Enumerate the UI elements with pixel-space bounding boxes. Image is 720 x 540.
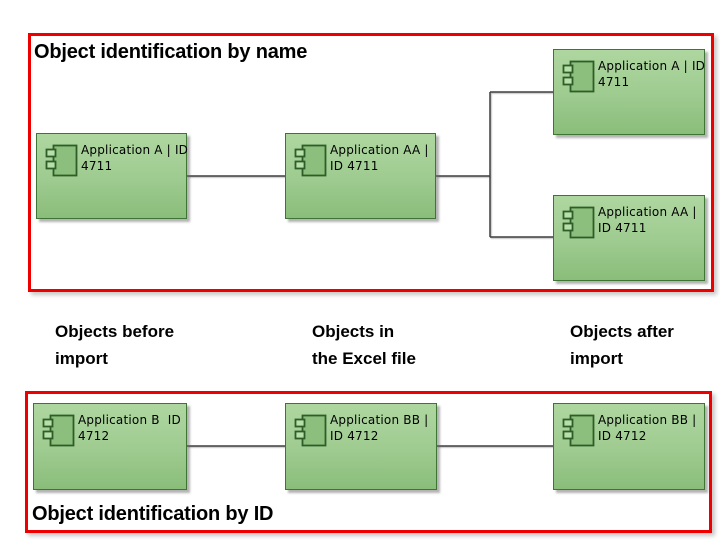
- column-label-line1: Objects in: [312, 322, 395, 341]
- component-label-line2: ID 4711: [598, 221, 647, 235]
- component-label-line1: Application B ID: [78, 413, 181, 427]
- section-title-by-name: Object identification by name: [34, 41, 308, 63]
- uml-component-icon: [559, 54, 599, 99]
- component-label-line2: ID 4712: [598, 429, 647, 443]
- component-label: Application A | ID 4711: [598, 58, 706, 90]
- uml-component-icon: [291, 138, 331, 183]
- column-label-line2: import: [55, 349, 108, 368]
- component-label-line2: 4712: [78, 429, 110, 443]
- component-node-app-bb-excel: Application BB | ID 4712: [285, 403, 437, 490]
- component-label-line1: Application AA |: [330, 143, 429, 157]
- component-label-line2: 4711: [81, 159, 113, 173]
- component-label-line1: Application AA |: [598, 205, 697, 219]
- component-node-app-a-after: Application A | ID 4711: [553, 49, 705, 135]
- component-label-line1: Application A | ID: [598, 59, 706, 73]
- uml-component-icon: [39, 408, 79, 453]
- component-label: Application A | ID 4711: [81, 142, 189, 174]
- component-label: Application AA | ID 4711: [598, 204, 704, 236]
- component-label: Application B ID 4712: [78, 412, 184, 444]
- uml-component-icon: [559, 200, 599, 245]
- component-node-app-b-before: Application B ID 4712: [33, 403, 187, 490]
- section-title-by-id: Object identification by ID: [32, 503, 274, 525]
- component-label-line1: Application BB |: [330, 413, 429, 427]
- column-label-line2: the Excel file: [312, 349, 416, 368]
- component-label-line1: Application A | ID: [81, 143, 189, 157]
- column-label-objects-in-excel-file: Objects in the Excel file: [312, 318, 416, 372]
- component-label: Application BB | ID 4712: [330, 412, 436, 444]
- column-label-line2: import: [570, 349, 623, 368]
- uml-component-icon: [42, 138, 82, 183]
- component-node-app-aa-excel: Application AA | ID 4711: [285, 133, 436, 219]
- section-frame-by-id: [25, 391, 712, 533]
- component-label: Application BB | ID 4712: [598, 412, 704, 444]
- component-label-line2: ID 4711: [330, 159, 379, 173]
- uml-component-icon: [291, 408, 331, 453]
- component-node-app-bb-after: Application BB | ID 4712: [553, 403, 705, 490]
- component-label-line2: ID 4712: [330, 429, 379, 443]
- component-node-app-aa-after: Application AA | ID 4711: [553, 195, 705, 281]
- uml-component-icon: [559, 408, 599, 453]
- section-frame-by-name: [28, 33, 714, 292]
- column-label-objects-before-import: Objects before import: [55, 318, 174, 372]
- column-label-objects-after-import: Objects after import: [570, 318, 674, 372]
- component-label: Application AA | ID 4711: [330, 142, 436, 174]
- component-label-line2: 4711: [598, 75, 630, 89]
- column-label-line1: Objects before: [55, 322, 175, 341]
- column-label-line1: Objects after: [570, 322, 674, 341]
- component-label-line1: Application BB |: [598, 413, 697, 427]
- component-node-app-a-before: Application A | ID 4711: [36, 133, 189, 219]
- edge-aa1-branch: [436, 91, 553, 238]
